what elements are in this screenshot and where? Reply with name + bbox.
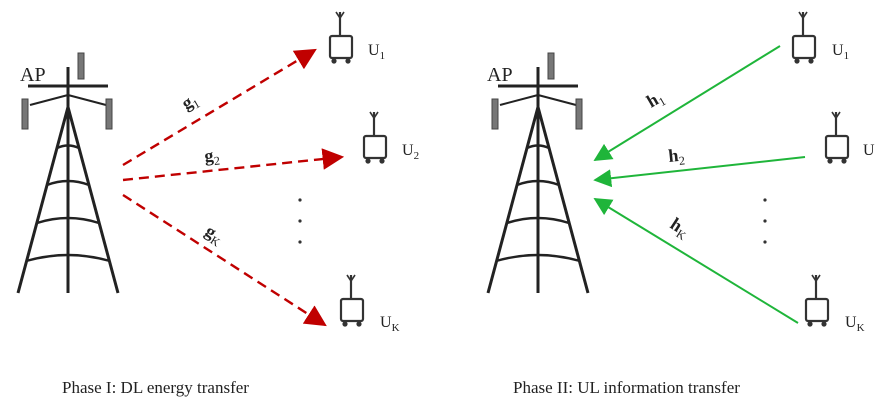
phase2-link-h1 — [593, 45, 781, 161]
phase2-panel: AP h1 h2 hK U1 U2 UK — [486, 10, 875, 334]
phase1-userk-terminal-icon — [339, 273, 365, 328]
phase2-link-label-hk: hK — [665, 214, 693, 244]
phase1-panel: AP g1 g2 gK U1 U2 UK — [16, 10, 419, 334]
phase1-link-g1 — [122, 48, 317, 167]
phase1-user1-terminal-icon — [328, 10, 354, 65]
phase2-user1-terminal-icon — [791, 10, 817, 65]
phase1-user1-label: U1 — [368, 42, 385, 62]
phase1-caption: Phase I: DL energy transfer — [62, 378, 249, 397]
phase1-link-g2 — [122, 148, 345, 182]
phase1-link-gk — [122, 193, 327, 327]
phase1-link-label-gk: gK — [200, 221, 228, 250]
phase1-ellipsis — [298, 198, 302, 244]
phase1-link-label-g1: g1 — [178, 89, 202, 116]
phase1-userk-label: UK — [380, 314, 400, 334]
phase1-user2-terminal-icon — [362, 110, 388, 165]
phase2-link-h2 — [593, 156, 806, 188]
phase2-link-hk — [593, 198, 799, 324]
phase2-link-label-h1: h1 — [643, 86, 668, 114]
phase2-user1-label: U1 — [832, 42, 849, 62]
phase2-ap-tower-icon — [486, 51, 590, 295]
phase1-ap-label: AP — [20, 64, 46, 86]
phase2-ellipsis — [763, 198, 767, 244]
phase2-caption: Phase II: UL information transfer — [513, 378, 740, 397]
phase2-userk-label: UK — [845, 314, 865, 334]
phase2-userk-terminal-icon — [804, 273, 830, 328]
system-diagram: AP g1 g2 gK U1 U2 UK AP — [16, 10, 875, 334]
phase1-ap-tower-icon — [16, 51, 120, 295]
phase2-link-label-h2: h2 — [667, 144, 685, 169]
phase2-user2-terminal-icon — [824, 110, 850, 165]
phase2-ap-label: AP — [487, 64, 513, 86]
phase2-user2-label: U2 — [863, 142, 875, 162]
phase1-user2-label: U2 — [402, 142, 419, 162]
phase1-link-label-g2: g2 — [203, 145, 220, 169]
